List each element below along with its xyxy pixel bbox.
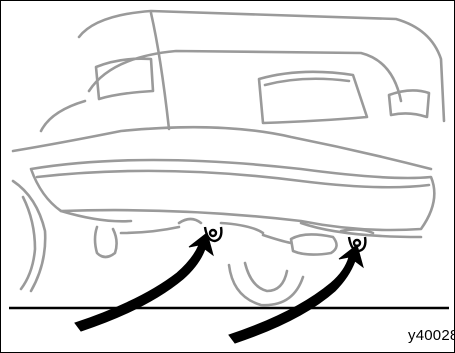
exhaust-pipe bbox=[291, 234, 337, 254]
figure-code: y40028 bbox=[408, 327, 455, 344]
tail-lamp-right bbox=[389, 90, 429, 117]
tail-lamp-left bbox=[96, 59, 153, 99]
curved-arrow-icon bbox=[229, 245, 363, 343]
spare-tire bbox=[229, 265, 303, 305]
